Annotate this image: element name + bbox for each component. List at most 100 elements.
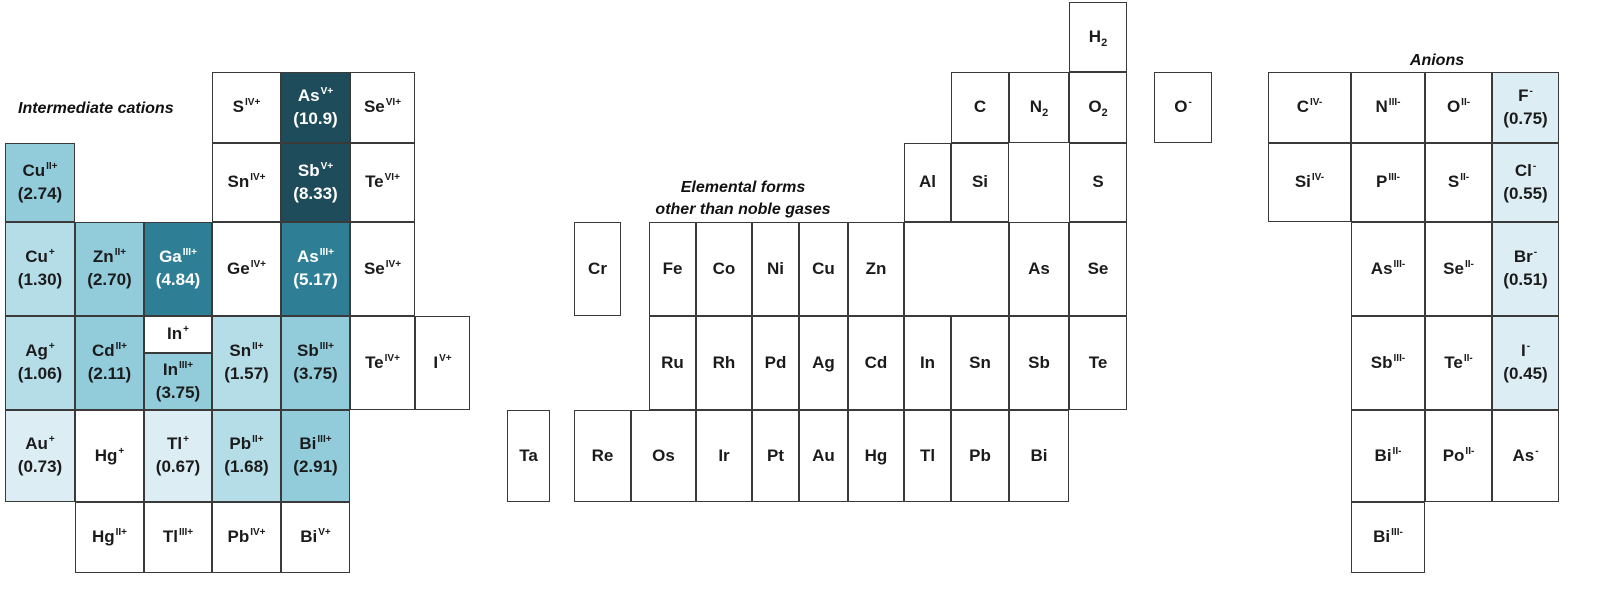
- cell-symbol: Hg+: [95, 445, 125, 468]
- cell-s-iiminus: SII-: [1425, 143, 1492, 222]
- element-symbol: As: [1028, 258, 1050, 278]
- cell-cd: Cd: [848, 316, 904, 410]
- cell-symbol: Rh: [713, 352, 736, 375]
- cell-symbol: Sb: [1028, 352, 1050, 375]
- cell-se: Se: [1069, 222, 1127, 316]
- cell-te-iv: TeIV+: [350, 316, 415, 410]
- element-symbol: Cu: [812, 258, 835, 278]
- element-symbol: Al: [919, 172, 936, 192]
- cell-value: (8.33): [293, 183, 338, 203]
- cell-symbol: IV+: [433, 352, 451, 375]
- cell-symbol: BiV+: [300, 526, 331, 549]
- cell-symbol: PIII-: [1376, 171, 1400, 194]
- cell-zn: Zn: [848, 222, 904, 316]
- cell-se-vi: SeVI+: [350, 72, 415, 143]
- element-symbol: Cd: [91, 341, 115, 361]
- cell-si-ivminus: SiIV-: [1268, 143, 1351, 222]
- elemental-forms-label: Elemental forms other than noble gases: [648, 177, 838, 222]
- oxidation-state: V+: [439, 352, 452, 364]
- oxidation-state: +: [183, 324, 189, 336]
- cell-br-minus: Br-(0.51): [1492, 222, 1559, 316]
- cell-re: Re: [574, 410, 631, 502]
- cell-sn: Sn: [951, 316, 1009, 410]
- element-symbol: Te: [365, 352, 384, 372]
- oxidation-state: II-: [1465, 445, 1475, 457]
- cell-symbol: Ni: [767, 258, 784, 281]
- cell-pb-iv: PbIV+: [212, 502, 281, 573]
- element-symbol: Tl: [919, 445, 936, 465]
- cell-ag: Ag: [799, 316, 848, 410]
- cell-te-vi: TeVI+: [350, 143, 415, 222]
- element-symbol: O: [1088, 97, 1102, 117]
- cell-sn-ii: SnII+(1.57): [212, 316, 281, 410]
- cell-symbol: CdII+: [92, 340, 127, 363]
- cell-symbol: Tl+: [167, 433, 189, 456]
- cell-symbol: Cr: [588, 258, 607, 281]
- cell-symbol: BiIII+: [299, 433, 331, 456]
- element-symbol: Pb: [227, 527, 250, 547]
- cell-value: (2.74): [17, 183, 63, 203]
- cell-cu-ii: CuII+(2.74): [5, 143, 75, 222]
- oxidation-state: +: [183, 434, 189, 446]
- cell-symbol: As-: [1512, 445, 1538, 468]
- element-symbol: I: [1520, 341, 1526, 361]
- cell-symbol: C: [974, 96, 986, 119]
- cell-bi: Bi: [1009, 410, 1069, 502]
- cell-te: Te: [1069, 316, 1127, 410]
- cell-i-v: IV+: [415, 316, 470, 410]
- cell-tl-iii: TlIII+: [144, 502, 212, 573]
- cell-symbol: SeII-: [1443, 258, 1474, 281]
- cell-au-i: Au+(0.73): [5, 410, 75, 502]
- cell-symbol: Se: [1088, 258, 1109, 281]
- cell-symbol: Cl-: [1515, 160, 1536, 183]
- cell-symbol: BiII-: [1375, 445, 1402, 468]
- oxidation-state: II-: [1392, 445, 1402, 457]
- oxidation-state: V+: [320, 85, 334, 97]
- oxidation-state: VI+: [385, 97, 402, 109]
- cell-o-minus: O-: [1154, 72, 1212, 143]
- cell-symbol: CIV-: [1297, 96, 1323, 119]
- cell-value: (0.73): [17, 457, 63, 476]
- cell-symbol: SbV+: [298, 160, 333, 183]
- anions-label: Anions: [1409, 52, 1465, 69]
- cell-value: (10.9): [293, 108, 338, 128]
- cell-symbol: ZnII+: [93, 246, 126, 269]
- oxidation-state: II+: [46, 160, 58, 172]
- cell-symbol: H2: [1089, 26, 1107, 49]
- cell-al: Al: [904, 143, 951, 222]
- element-symbol: Se: [363, 97, 385, 117]
- element-symbol: Hg: [91, 527, 115, 547]
- cell-value: (0.67): [155, 457, 201, 476]
- cell-value: (3.75): [155, 382, 201, 402]
- cell-fe: Fe: [649, 222, 696, 316]
- cell-value: (0.51): [1503, 270, 1548, 289]
- cell-s: S: [1069, 143, 1127, 222]
- cell-symbol: F-: [1518, 85, 1533, 108]
- element-symbol: Ni: [767, 258, 784, 278]
- oxidation-state: II+: [115, 527, 128, 539]
- element-symbol: Sb: [1028, 352, 1050, 372]
- cell-value: (2.91): [293, 457, 338, 476]
- elemental-forms-label-line2: other than noble gases: [655, 201, 831, 219]
- cell-as: As: [1009, 222, 1069, 316]
- element-symbol: Bi: [300, 527, 318, 547]
- cell-symbol: Pd: [765, 352, 787, 375]
- element-symbol: P: [1375, 172, 1388, 192]
- cell-symbol: Hg: [865, 445, 888, 468]
- cell-au: Au: [799, 410, 848, 502]
- cell-symbol: SII-: [1448, 171, 1469, 194]
- element-symbol: H: [1088, 26, 1102, 46]
- cell-in-i: In+: [144, 316, 212, 353]
- cell-value: (1.06): [17, 364, 63, 383]
- element-symbol: Se: [1087, 258, 1109, 278]
- elemental-forms-label-line1: Elemental forms: [680, 179, 806, 196]
- cell-symbol: Co: [713, 258, 736, 281]
- element-symbol: Co: [712, 258, 736, 278]
- cell-i-minus: I-(0.45): [1492, 316, 1559, 410]
- cell-symbol: SIV+: [233, 96, 261, 119]
- element-symbol: N: [1029, 97, 1043, 117]
- cell-value: (4.84): [155, 270, 201, 289]
- cell-symbol: Te: [1089, 352, 1108, 375]
- oxidation-state: III+: [319, 341, 334, 353]
- cell-symbol: Br-: [1514, 246, 1537, 269]
